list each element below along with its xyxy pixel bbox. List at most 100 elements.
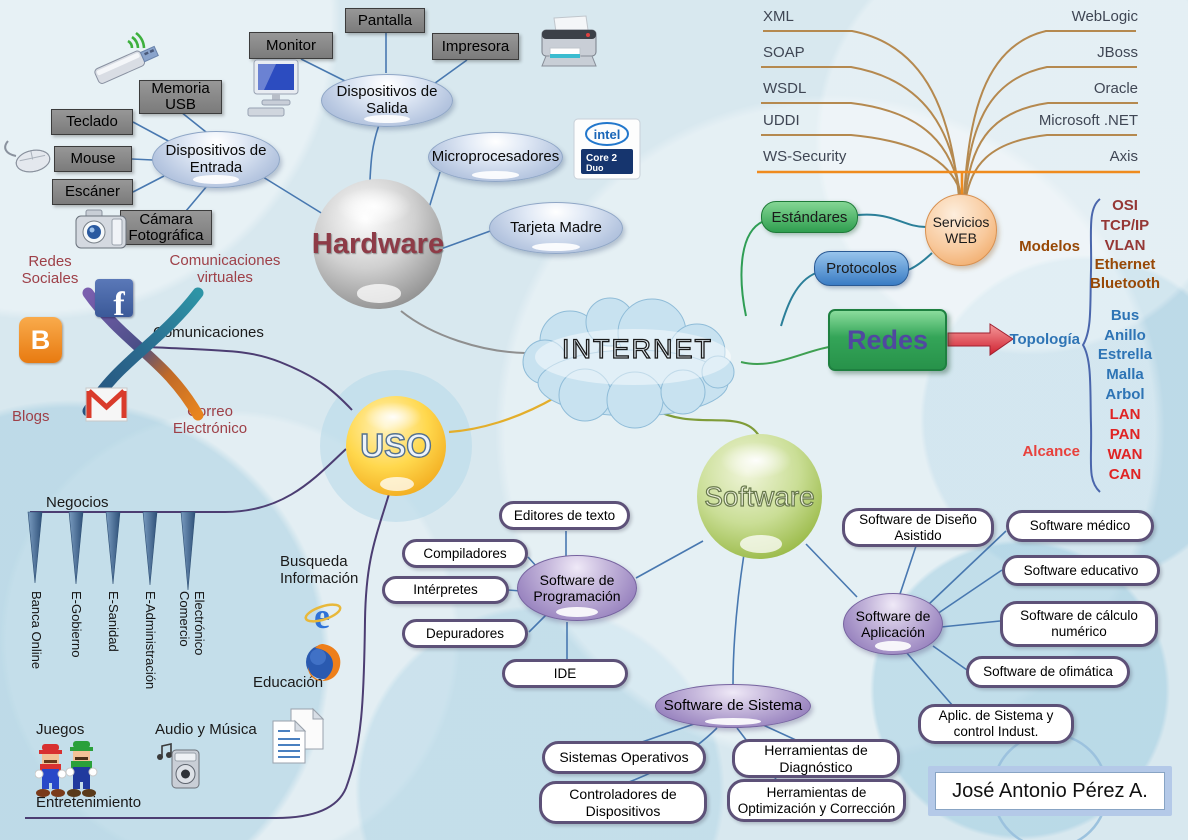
node-depuradores[interactable]: Depuradores — [402, 619, 528, 648]
fan-item-jboss[interactable]: JBoss — [1097, 44, 1138, 61]
fan-item-axis[interactable]: Axis — [1109, 148, 1138, 165]
topologia-item[interactable]: Estrella — [1097, 346, 1153, 363]
node-interpretes[interactable]: Intérpretes — [382, 576, 509, 604]
label-redes-sociales[interactable]: Redes Sociales — [21, 253, 79, 287]
luigi-sprite — [65, 740, 98, 804]
camera-icon — [72, 204, 138, 259]
node-protocolos[interactable]: Protocolos — [814, 251, 909, 286]
node-teclado[interactable]: Teclado — [51, 109, 133, 135]
label-comunicaciones[interactable]: Comunicaciones — [153, 324, 264, 341]
intel-core2duo-logo: intel Core 2 Duo — [573, 118, 641, 185]
modelos-item[interactable]: VLAN — [1104, 237, 1146, 254]
node-software-sistema[interactable]: Software de Sistema — [655, 684, 811, 728]
node-ide[interactable]: IDE — [502, 659, 628, 688]
label-juegos[interactable]: Juegos — [36, 721, 85, 738]
mario-sprite — [34, 743, 67, 804]
node-impresora[interactable]: Impresora — [432, 33, 519, 60]
label-e-gobierno[interactable]: E-Gobierno — [68, 591, 84, 658]
node-monitor[interactable]: Monitor — [249, 32, 333, 59]
fan-item-soap[interactable]: SOAP — [763, 44, 805, 61]
label-entretenimiento[interactable]: Entretenimiento — [36, 794, 142, 811]
node-dispositivos-entrada[interactable]: Dispositivos de Entrada — [152, 131, 280, 188]
modelos-item[interactable]: OSI — [1112, 197, 1138, 214]
node-software-programacion[interactable]: Software de Programación — [517, 555, 637, 621]
label-educacion[interactable]: Educación — [253, 674, 324, 691]
alcance-item[interactable]: CAN — [1108, 466, 1142, 483]
node-controladores[interactable]: Controladores de Dispositivos — [539, 781, 707, 824]
signature-name: José Antonio Pérez A. — [952, 779, 1148, 802]
label-comercio-electronico[interactable]: Comercio Electrónico — [176, 591, 207, 656]
node-software-medico[interactable]: Software médico — [1006, 510, 1154, 542]
node-pantalla[interactable]: Pantalla — [345, 8, 425, 33]
label-negocios[interactable]: Negocios — [46, 494, 109, 511]
node-hardware[interactable]: Hardware — [311, 179, 445, 309]
node-uso[interactable]: USO — [346, 396, 446, 496]
node-servicios-web[interactable]: Servicios WEB — [925, 194, 997, 266]
fan-item-microsoft-net[interactable]: Microsoft .NET — [1038, 112, 1138, 129]
node-redes[interactable]: Redes — [828, 309, 947, 371]
node-escaner[interactable]: Escáner — [52, 179, 133, 205]
label-banca-online[interactable]: Banca Online — [28, 591, 44, 670]
label-blogs[interactable]: Blogs — [12, 408, 50, 425]
node-compiladores[interactable]: Compiladores — [402, 539, 528, 568]
facebook-icon: f — [95, 279, 133, 323]
internet-explorer-icon: e — [303, 596, 343, 641]
alcance-item[interactable]: PAN — [1109, 426, 1141, 443]
label-comunicaciones-virtuales[interactable]: Comunicaciones virtuales — [169, 252, 281, 286]
alcance-item[interactable]: LAN — [1109, 406, 1141, 423]
node-software-educativo[interactable]: Software educativo — [1002, 555, 1160, 586]
label-e-sanidad[interactable]: E-Sanidad — [105, 591, 121, 652]
topologia-item[interactable]: Anillo — [1104, 327, 1146, 344]
label-audio-musica[interactable]: Audio y Música — [155, 721, 257, 738]
label-busqueda-informacion[interactable]: Busqueda Información — [280, 553, 359, 587]
node-herramientas-diagnostico[interactable]: Herramientas de Diagnóstico — [732, 739, 900, 778]
svg-text:e: e — [314, 596, 330, 636]
node-estandares[interactable]: Estándares — [761, 201, 858, 233]
node-aplic-sistema[interactable]: Aplic. de Sistema y control Indust. — [918, 704, 1074, 744]
documents-icon — [269, 707, 326, 770]
blogger-icon: B — [19, 317, 62, 363]
node-microprocesadores[interactable]: Microprocesadores — [428, 132, 563, 182]
redes-label: Redes — [846, 324, 929, 355]
topologia-label[interactable]: Topología — [1009, 331, 1080, 348]
fan-item-weblogic[interactable]: WebLogic — [1071, 8, 1138, 25]
hardware-label: Hardware — [311, 227, 445, 260]
wireless-signal-icon — [127, 31, 146, 49]
topologia-item[interactable]: Malla — [1106, 366, 1144, 383]
node-memoria-usb[interactable]: Memoria USB — [139, 80, 222, 114]
node-herramientas-optimizacion[interactable]: Herramientas de Optimización y Correcció… — [727, 779, 906, 822]
usb-drive-icon — [82, 16, 174, 93]
node-dispositivos-salida[interactable]: Dispositivos de Salida — [321, 74, 453, 127]
modelos-label[interactable]: Modelos — [1019, 238, 1080, 255]
topologia-item[interactable]: Arbol — [1105, 386, 1145, 403]
label-e-administracion[interactable]: E-Administración — [142, 591, 158, 690]
uso-label: USO — [360, 426, 433, 464]
svg-text:Duo: Duo — [586, 163, 604, 173]
node-sistemas-operativos[interactable]: Sistemas Operativos — [542, 741, 706, 774]
topologia-item[interactable]: Bus — [1110, 307, 1140, 324]
alcance-label[interactable]: Alcance — [1022, 443, 1080, 460]
fan-item-oracle[interactable]: Oracle — [1093, 80, 1138, 97]
fan-item-ws-security[interactable]: WS-Security — [763, 148, 847, 165]
node-software-calculo[interactable]: Software de cálculo numérico — [1000, 601, 1158, 647]
node-software-diseno[interactable]: Software de Diseño Asistido — [842, 508, 994, 547]
node-internet[interactable]: INTERNET — [561, 333, 713, 364]
fan-item-wsdl[interactable]: WSDL — [763, 80, 807, 97]
node-software[interactable]: Software — [697, 434, 822, 559]
node-camara[interactable]: Cámara Fotográfica — [120, 210, 212, 245]
modelos-item[interactable]: Bluetooth — [1090, 275, 1160, 292]
fan-item-uddi[interactable]: UDDI — [763, 112, 800, 129]
node-software-aplicacion[interactable]: Software de Aplicación — [843, 593, 943, 655]
fan-item-xml[interactable]: XML — [763, 8, 794, 25]
node-software-ofimatica[interactable]: Software de ofimática — [966, 656, 1130, 688]
modelos-item[interactable]: TCP/IP — [1100, 217, 1150, 234]
node-tarjeta-madre[interactable]: Tarjeta Madre — [489, 202, 623, 254]
svg-text:intel: intel — [594, 127, 621, 142]
modelos-item[interactable]: Ethernet — [1094, 256, 1156, 273]
brace — [1081, 198, 1101, 493]
alcance-item[interactable]: WAN — [1107, 446, 1143, 463]
node-editores-texto[interactable]: Editores de texto — [499, 501, 630, 530]
node-mouse[interactable]: Mouse — [54, 146, 132, 172]
